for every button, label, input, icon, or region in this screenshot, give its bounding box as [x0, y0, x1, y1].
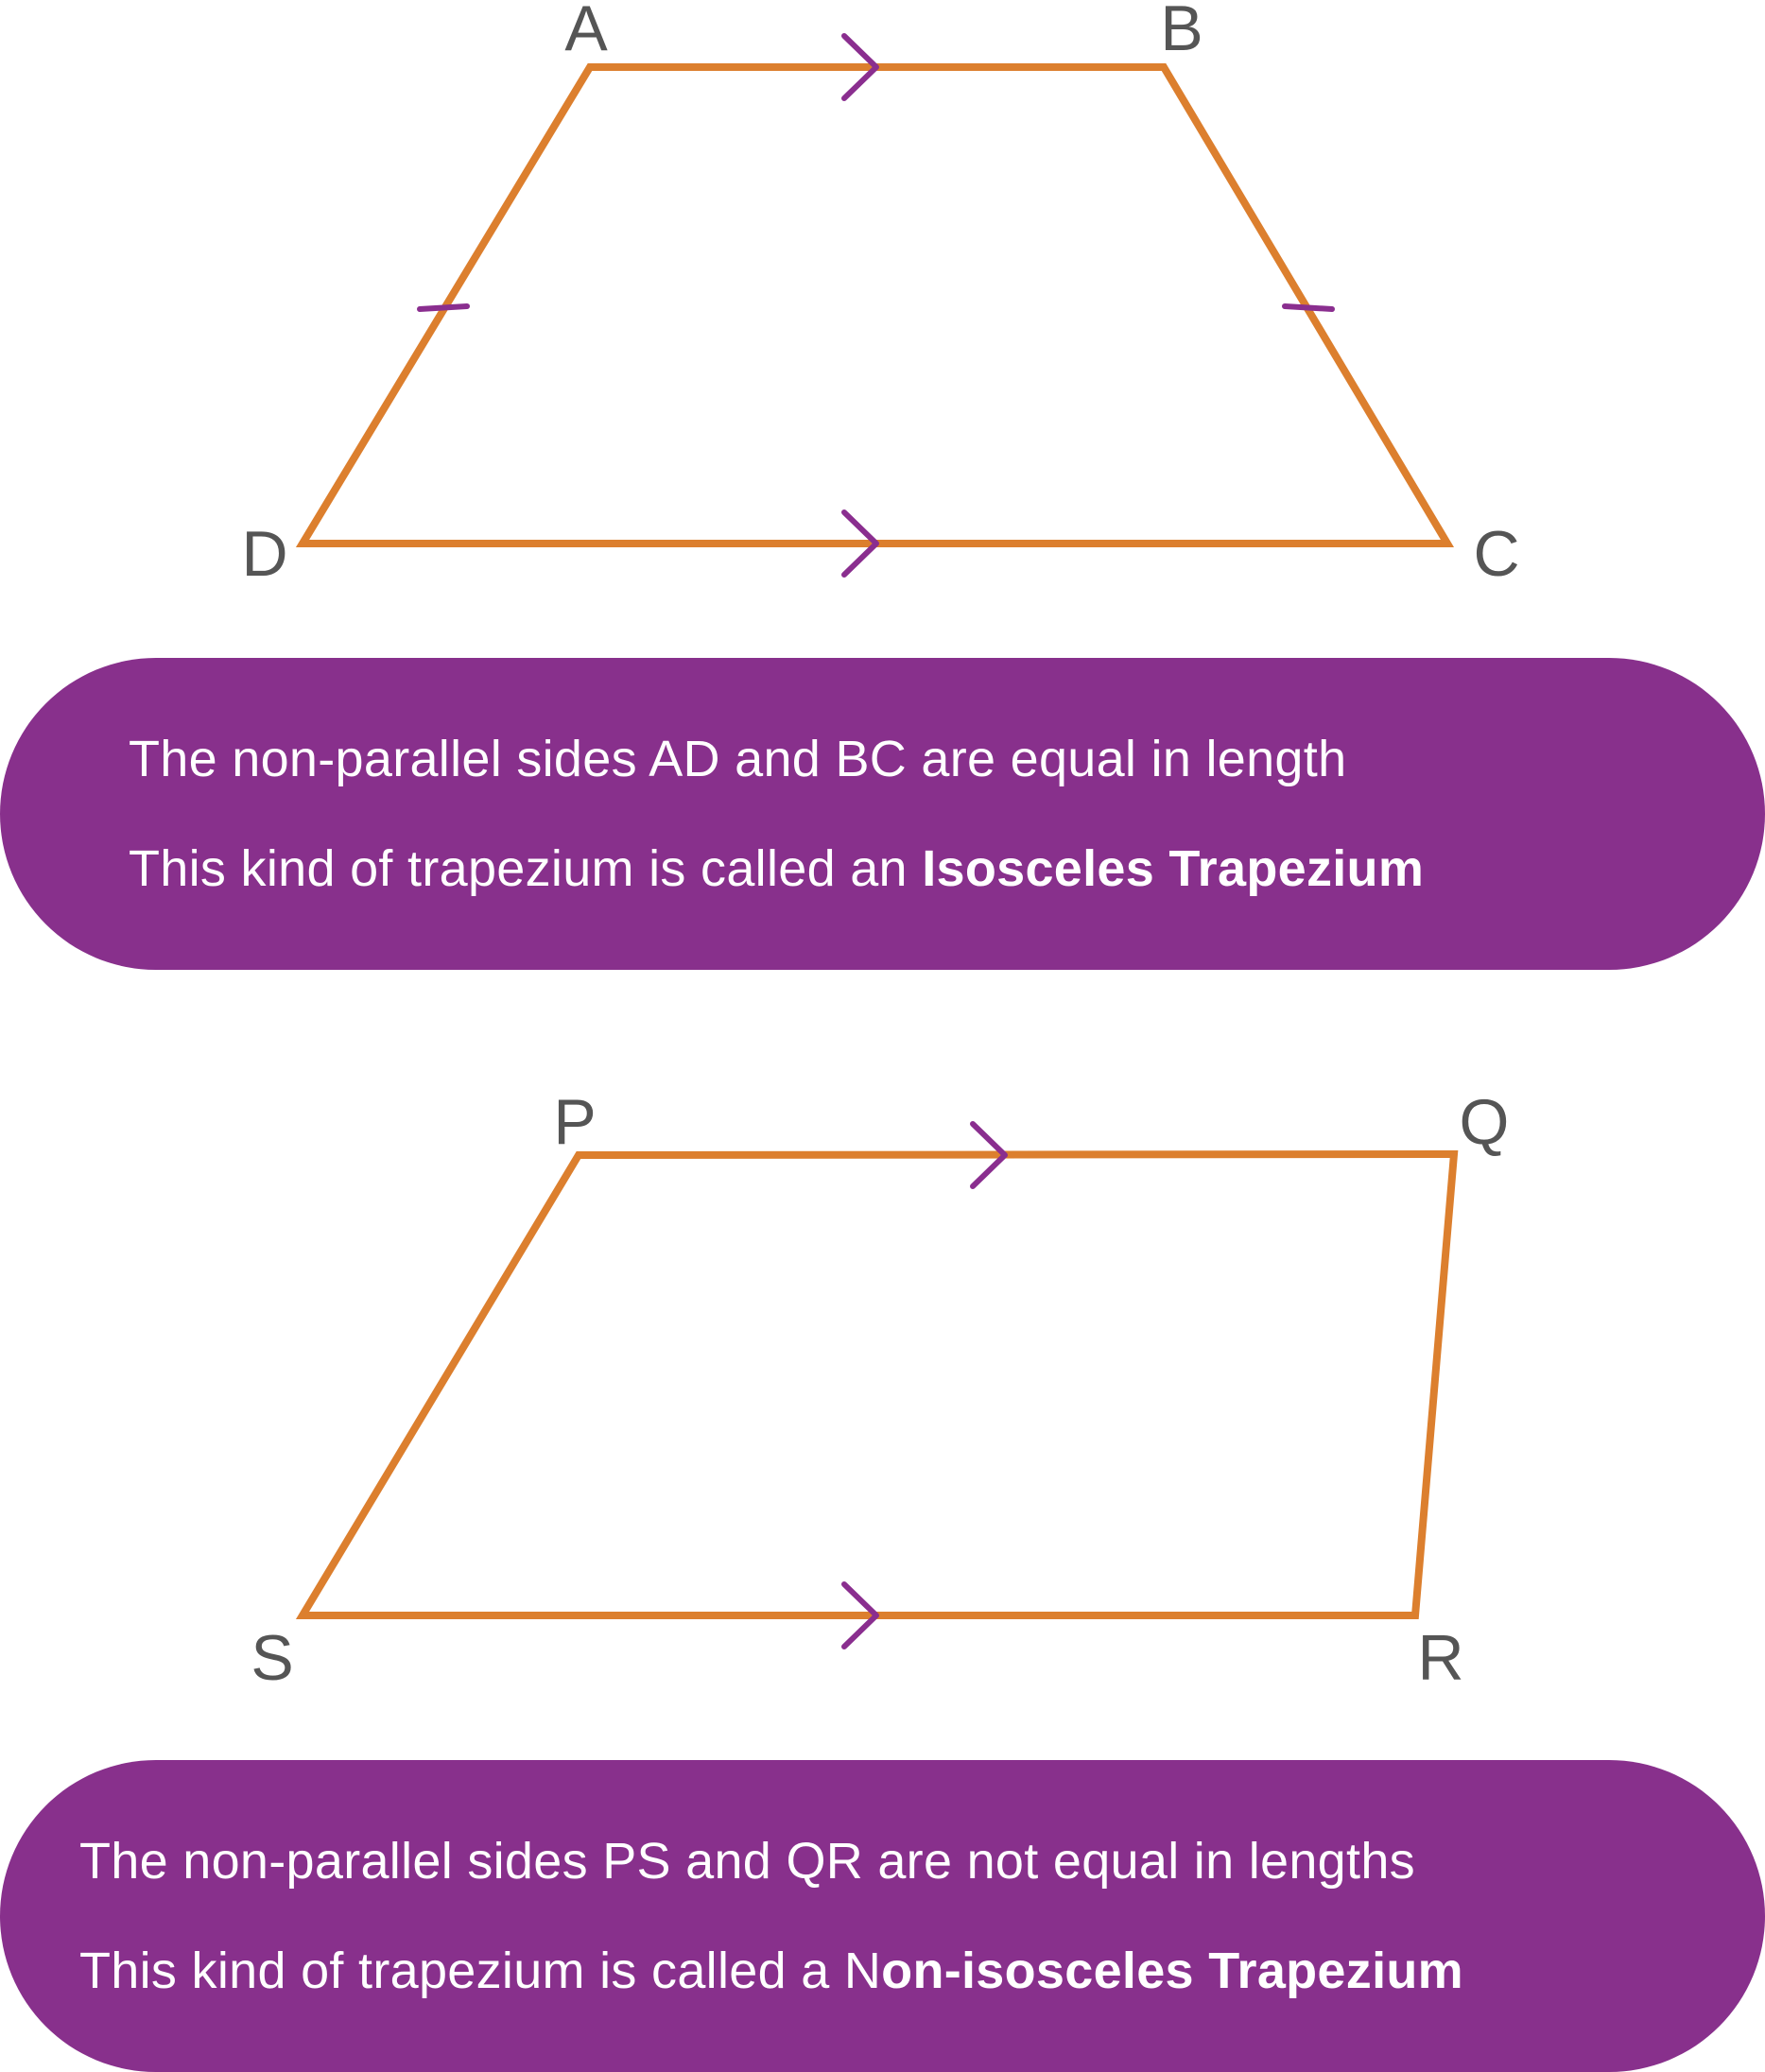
- caption-isosceles-line-2: This kind of trapezium is called an Isos…: [0, 814, 1765, 924]
- caption-non-isosceles-line-2: This kind of trapezium is called a Non-i…: [0, 1916, 1765, 2026]
- parallel-arrow-ab: [841, 33, 879, 101]
- trapezium-pqrs-outline: [295, 1149, 1459, 1619]
- parallel-arrow-sr: [841, 1581, 879, 1649]
- caption-non-isosceles-line-2-regular: This kind of trapezium is called a N: [79, 1942, 882, 1999]
- vertex-label-s: S: [251, 1622, 293, 1694]
- isosceles-trapezium: A B C D: [241, 0, 1519, 590]
- parallel-arrow-pq: [970, 1121, 1008, 1189]
- caption-non-isosceles: The non-parallel sides PS and QR are not…: [0, 1760, 1765, 2072]
- caption-isosceles: The non-parallel sides AD and BC are equ…: [0, 658, 1765, 970]
- vertex-label-c: C: [1473, 518, 1519, 590]
- caption-non-isosceles-term: on-isosceles Trapezium: [881, 1942, 1463, 1999]
- equal-tick-ad: [417, 303, 470, 312]
- vertex-label-p: P: [553, 1086, 596, 1158]
- vertex-label-a: A: [564, 0, 608, 64]
- caption-non-isosceles-line-1: The non-parallel sides PS and QR are not…: [79, 1833, 1415, 1890]
- vertex-label-q: Q: [1460, 1086, 1510, 1158]
- caption-isosceles-line-1: The non-parallel sides AD and BC are equ…: [129, 731, 1347, 787]
- vertex-label-r: R: [1417, 1622, 1463, 1694]
- equal-tick-bc: [1282, 303, 1335, 312]
- trapezium-figures: A B C D P Q R S: [241, 0, 1519, 1694]
- trapezium-abcd-outline: [295, 63, 1455, 547]
- vertex-label-b: B: [1160, 0, 1203, 64]
- non-isosceles-trapezium: P Q R S: [251, 1086, 1509, 1694]
- parallel-arrow-dc: [841, 509, 879, 578]
- caption-isosceles-term: Isosceles Trapezium: [922, 840, 1425, 897]
- vertex-label-d: D: [241, 518, 287, 590]
- caption-isosceles-line-2-regular: This kind of trapezium is called an: [129, 840, 923, 897]
